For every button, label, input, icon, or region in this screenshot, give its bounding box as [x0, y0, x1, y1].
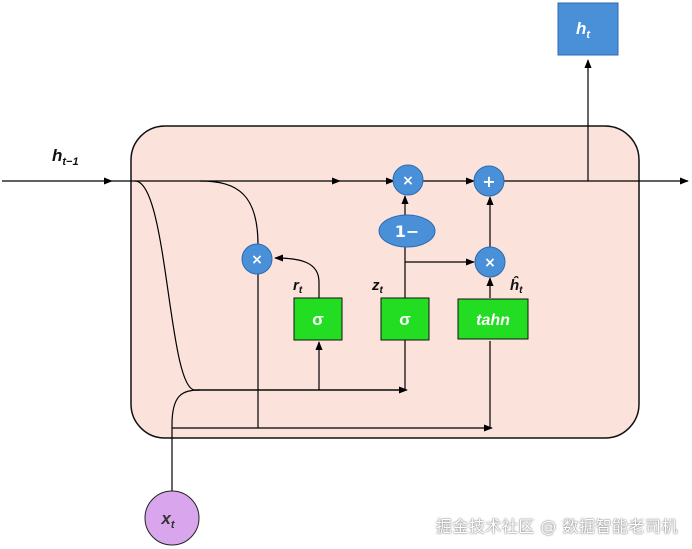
update-gate: σ — [380, 297, 430, 341]
mult-update-symbol: × — [402, 173, 414, 189]
svg-text:rt: rt — [293, 277, 303, 296]
watermark: 掘金技术社区 @ 数据智能老司机 — [435, 517, 678, 536]
mult-update-op: × — [392, 164, 424, 196]
r-label: r — [293, 277, 300, 294]
output-node: ht — [557, 2, 619, 56]
one-minus-symbol: 1− — [395, 222, 420, 241]
input-node: xt — [144, 490, 200, 546]
candidate-gate: tahn — [457, 298, 529, 340]
reset-gate-label: σ — [312, 310, 324, 329]
one-minus-op: 1− — [378, 214, 436, 248]
r-label-sub: t — [299, 285, 303, 296]
add-symbol: + — [482, 172, 495, 191]
reset-to-mult — [274, 254, 320, 298]
svg-text:ĥt: ĥt — [510, 276, 523, 296]
h-prev-branch-outer — [134, 180, 405, 391]
h-prev-branch-inner — [199, 180, 259, 246]
gru-cell-box — [130, 125, 640, 439]
svg-text:ht: ht — [576, 19, 591, 41]
input-label: x — [160, 509, 172, 528]
hhat-label: ĥ — [510, 276, 519, 294]
mult-reset-symbol: × — [251, 252, 263, 268]
add-op: + — [473, 165, 505, 197]
mult-candidate-symbol: × — [484, 255, 496, 271]
candidate-gate-label: tahn — [476, 312, 510, 329]
mult-reset-op: × — [241, 243, 273, 275]
update-gate-label: σ — [399, 310, 411, 329]
h-prev-label-sub: t−1 — [62, 156, 78, 168]
output-label: h — [576, 19, 586, 38]
hhat-label-sub: t — [519, 285, 523, 296]
z-label-sub: t — [380, 285, 384, 296]
svg-text:xt: xt — [160, 509, 175, 531]
mult-candidate-op: × — [474, 246, 506, 278]
output-label-sub: t — [586, 29, 591, 41]
input-label-sub: t — [171, 519, 176, 531]
x-input-curve — [171, 389, 201, 492]
reset-gate: σ — [293, 297, 343, 341]
h-prev-label: h — [52, 146, 62, 165]
svg-text:zt: zt — [371, 277, 384, 296]
svg-text:ht−1: ht−1 — [52, 146, 79, 168]
z-label: z — [371, 277, 380, 294]
